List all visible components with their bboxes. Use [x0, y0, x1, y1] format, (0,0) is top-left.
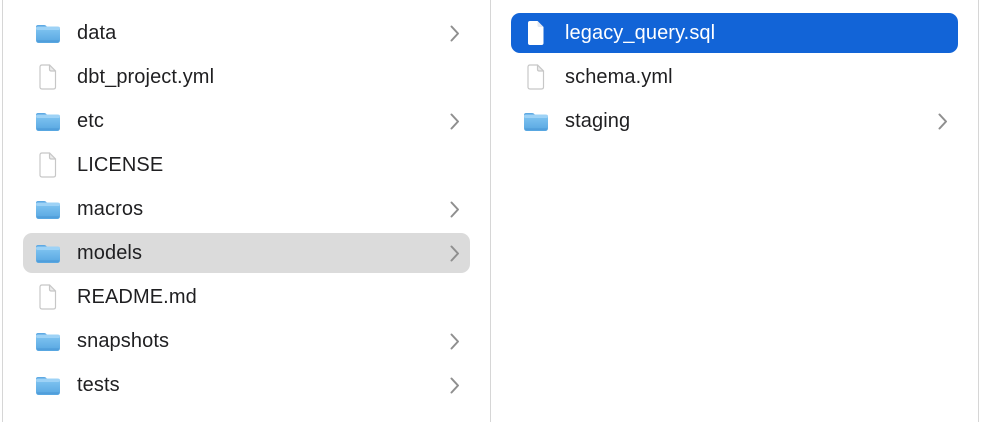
folder-icon — [35, 111, 61, 132]
item-label: snapshots — [77, 330, 170, 352]
item-label: models — [77, 242, 143, 264]
column-divider-middle — [490, 0, 491, 422]
item-label: dbt_project.yml — [77, 66, 215, 88]
chevron-right-icon — [450, 113, 460, 130]
selected-row-highlight: legacy_query.sql — [511, 13, 958, 53]
list-item-tests[interactable]: tests — [3, 363, 490, 407]
selected-row-highlight: models — [23, 233, 470, 273]
folder-icon — [35, 331, 61, 352]
item-label: LICENSE — [77, 154, 164, 176]
document-icon — [523, 20, 549, 46]
folder-icon — [35, 375, 61, 396]
list-item-legacy-query-sql[interactable]: legacy_query.sql — [491, 11, 978, 55]
document-icon — [523, 64, 549, 90]
list-item-models[interactable]: models — [3, 231, 490, 275]
item-label: data — [77, 22, 117, 44]
folder-icon — [35, 23, 61, 44]
item-label: legacy_query.sql — [565, 22, 716, 44]
list-item-snapshots[interactable]: snapshots — [3, 319, 490, 363]
item-label: macros — [77, 198, 144, 220]
item-label: tests — [77, 374, 120, 396]
chevron-right-icon — [450, 377, 460, 394]
item-label: README.md — [77, 286, 197, 308]
item-label: staging — [565, 110, 631, 132]
list-item-dbt-project-yml[interactable]: dbt_project.yml — [3, 55, 490, 99]
list-item-license[interactable]: LICENSE — [3, 143, 490, 187]
list-item-staging[interactable]: staging — [491, 99, 978, 143]
chevron-right-icon — [450, 25, 460, 42]
folder-icon — [35, 199, 61, 220]
list-item-schema-yml[interactable]: schema.yml — [491, 55, 978, 99]
column-divider-left — [2, 0, 3, 422]
chevron-right-icon — [450, 201, 460, 218]
column-divider-right — [978, 0, 979, 422]
chevron-right-icon — [450, 245, 460, 262]
chevron-right-icon — [938, 113, 948, 130]
chevron-right-icon — [450, 333, 460, 350]
folder-icon — [523, 111, 549, 132]
document-icon — [35, 152, 61, 178]
list-item-data[interactable]: data — [3, 11, 490, 55]
list-item-etc[interactable]: etc — [3, 99, 490, 143]
item-label: etc — [77, 110, 104, 132]
column-child: legacy_query.sql schema.yml staging — [491, 0, 978, 422]
list-item-macros[interactable]: macros — [3, 187, 490, 231]
folder-icon — [35, 243, 61, 264]
document-icon — [35, 64, 61, 90]
column-parent: data dbt_project.yml etc — [3, 0, 490, 422]
item-label: schema.yml — [565, 66, 673, 88]
list-item-readme-md[interactable]: README.md — [3, 275, 490, 319]
document-icon — [35, 284, 61, 310]
